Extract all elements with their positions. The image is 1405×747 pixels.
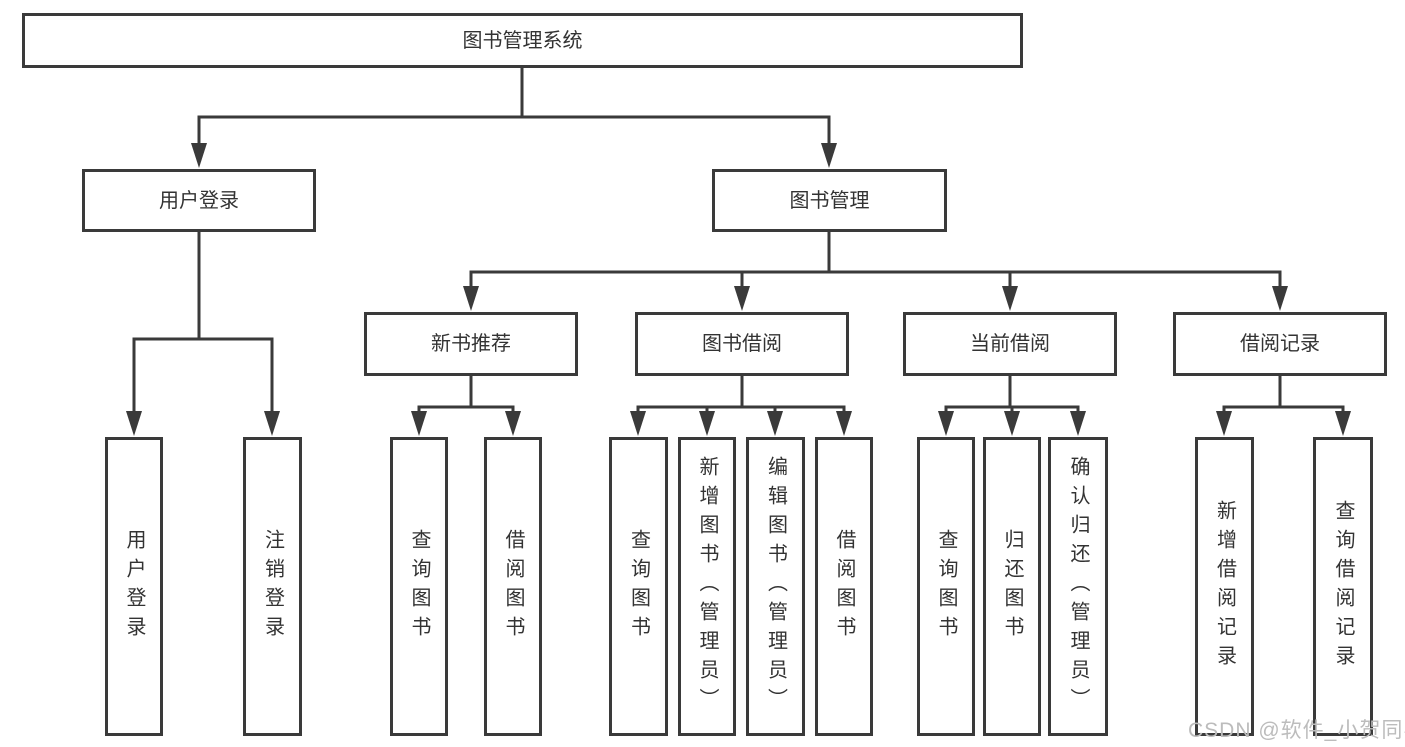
csdn-watermark: CSDN @软件_小贺同学 xyxy=(1188,719,1405,742)
node-label: 新增借阅记录 xyxy=(1213,499,1236,674)
leaf-borrow-books-recommend: 借阅图书 xyxy=(484,437,542,736)
node-label: 借阅图书 xyxy=(833,528,855,645)
node-label: 查询图书 xyxy=(408,528,430,645)
leaf-confirm-return-admin: 确认归还（管理员） xyxy=(1048,437,1108,736)
node-label: 图书借阅 xyxy=(702,333,782,355)
node-current-borrowing: 当前借阅 xyxy=(903,312,1117,376)
node-new-book-recommendation: 新书推荐 xyxy=(364,312,578,376)
node-label: 归还图书 xyxy=(1001,528,1023,645)
leaf-edit-books-admin: 编辑图书（管理员） xyxy=(746,437,805,736)
node-label: 注销登录 xyxy=(261,528,284,645)
node-label: 确认归还（管理员） xyxy=(1067,456,1089,717)
leaf-query-books-current: 查询图书 xyxy=(917,437,975,736)
leaf-borrow-books: 借阅图书 xyxy=(815,437,873,736)
node-label: 新书推荐 xyxy=(431,333,511,355)
node-label: 用户登录 xyxy=(159,189,239,212)
node-label: 编辑图书（管理员） xyxy=(764,456,787,717)
leaf-return-books: 归还图书 xyxy=(983,437,1041,736)
node-label: 新增图书（管理员） xyxy=(696,456,718,717)
leaf-add-books-admin: 新增图书（管理员） xyxy=(678,437,736,736)
leaf-query-borrow-record: 查询借阅记录 xyxy=(1313,437,1373,736)
node-label: 当前借阅 xyxy=(970,333,1050,355)
leaf-query-books-recommend: 查询图书 xyxy=(390,437,448,736)
leaf-logout: 注销登录 xyxy=(243,437,302,736)
node-borrowing-records: 借阅记录 xyxy=(1173,312,1387,376)
leaf-query-books-borrow: 查询图书 xyxy=(609,437,668,736)
node-label: 图书管理系统 xyxy=(462,29,583,52)
leaf-add-borrow-record: 新增借阅记录 xyxy=(1195,437,1254,736)
node-user-login: 用户登录 xyxy=(82,169,316,232)
node-label: 借阅记录 xyxy=(1240,333,1320,355)
node-label: 查询借阅记录 xyxy=(1332,499,1354,674)
node-library-management-system: 图书管理系统 xyxy=(22,13,1023,68)
node-label: 借阅图书 xyxy=(502,528,524,645)
node-label: 查询图书 xyxy=(627,528,650,645)
node-book-borrowing: 图书借阅 xyxy=(635,312,849,376)
node-label: 用户登录 xyxy=(123,528,145,645)
node-label: 图书管理 xyxy=(789,189,870,212)
node-book-management: 图书管理 xyxy=(712,169,947,232)
leaf-user-login: 用户登录 xyxy=(105,437,163,736)
node-label: 查询图书 xyxy=(935,528,957,645)
